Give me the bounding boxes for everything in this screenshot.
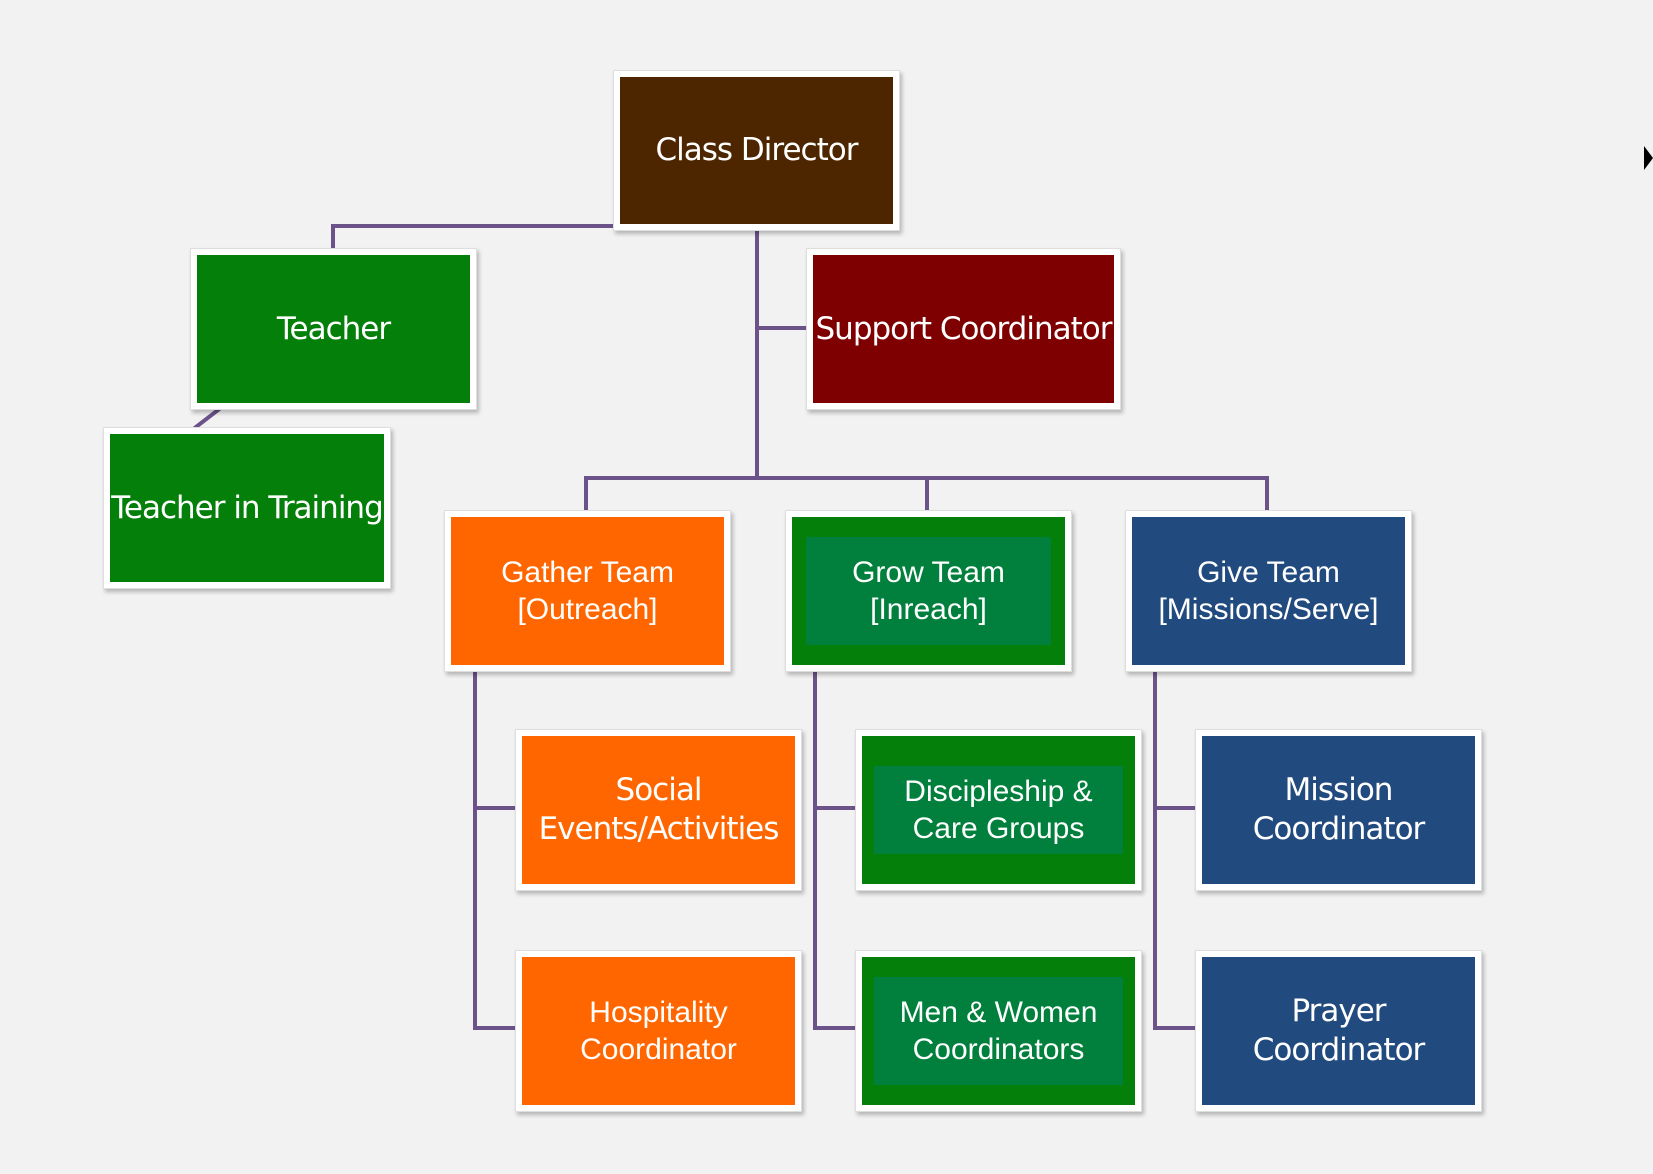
node-men-women-inset: Men & Women Coordinators [874,977,1123,1085]
connector-give-children [1153,668,1197,1030]
node-social-events: Social Events/Activities [515,729,802,891]
node-hospitality: Hospitality Coordinator [515,950,802,1112]
node-grow-team-label: Grow Team [Inreach] [852,555,1005,627]
node-grow-team-fill: Grow Team [Inreach] [792,517,1065,665]
node-support-coordinator-fill: Support Coordinator [813,255,1114,403]
node-support-coordinator-label: Support Coordinator [815,310,1113,347]
node-class-director: Class Director [613,70,900,231]
node-teacher-label: Teacher [276,310,391,347]
connector-grow-children [813,668,857,1030]
node-give-team-label: Give Team [Missions/Serve] [1158,555,1379,627]
node-hospitality-fill: Hospitality Coordinator [522,957,795,1105]
connector-director-teacher [331,224,614,250]
node-teacher-fill: Teacher [197,255,470,403]
node-men-women-label: Men & Women Coordinators [899,995,1098,1067]
node-men-women-fill: Men & Women Coordinators [862,957,1135,1105]
node-teacher: Teacher [190,248,477,410]
node-gather-team-label: Gather Team [Outreach] [501,555,674,627]
node-prayer-coordinator-fill: Prayer Coordinator [1202,957,1475,1105]
node-class-director-label: Class Director [655,132,859,169]
node-gather-team: Gather Team [Outreach] [444,510,731,672]
node-give-team: Give Team [Missions/Serve] [1125,510,1412,672]
node-mission-coordinator: Mission Coordinator [1195,729,1482,891]
node-mission-coordinator-label: Mission Coordinator [1252,772,1426,847]
node-mission-coordinator-fill: Mission Coordinator [1202,736,1475,884]
node-discipleship-fill: Discipleship & Care Groups [862,736,1135,884]
cursor-arrow-icon [1644,146,1653,170]
node-class-director-fill: Class Director [620,77,893,224]
node-hospitality-label: Hospitality Coordinator [580,995,737,1067]
node-social-events-fill: Social Events/Activities [522,736,795,884]
node-discipleship-inset: Discipleship & Care Groups [874,766,1123,854]
node-discipleship-label: Discipleship & Care Groups [904,774,1093,846]
node-prayer-coordinator: Prayer Coordinator [1195,950,1482,1112]
node-give-team-fill: Give Team [Missions/Serve] [1132,517,1405,665]
node-prayer-coordinator-label: Prayer Coordinator [1252,993,1426,1068]
node-support-coordinator: Support Coordinator [806,248,1121,410]
node-grow-team: Grow Team [Inreach] [785,510,1072,672]
node-gather-team-fill: Gather Team [Outreach] [451,517,724,665]
node-teacher-in-training: Teacher in Training [103,427,391,589]
node-grow-team-inset: Grow Team [Inreach] [806,537,1051,645]
node-men-women: Men & Women Coordinators [855,950,1142,1112]
connector-teacher-trainee [193,407,221,430]
connector-gather-children [473,668,517,1030]
node-teacher-in-training-fill: Teacher in Training [110,434,384,582]
node-discipleship: Discipleship & Care Groups [855,729,1142,891]
node-teacher-in-training-label: Teacher in Training [111,489,384,526]
node-social-events-label: Social Events/Activities [538,772,780,847]
